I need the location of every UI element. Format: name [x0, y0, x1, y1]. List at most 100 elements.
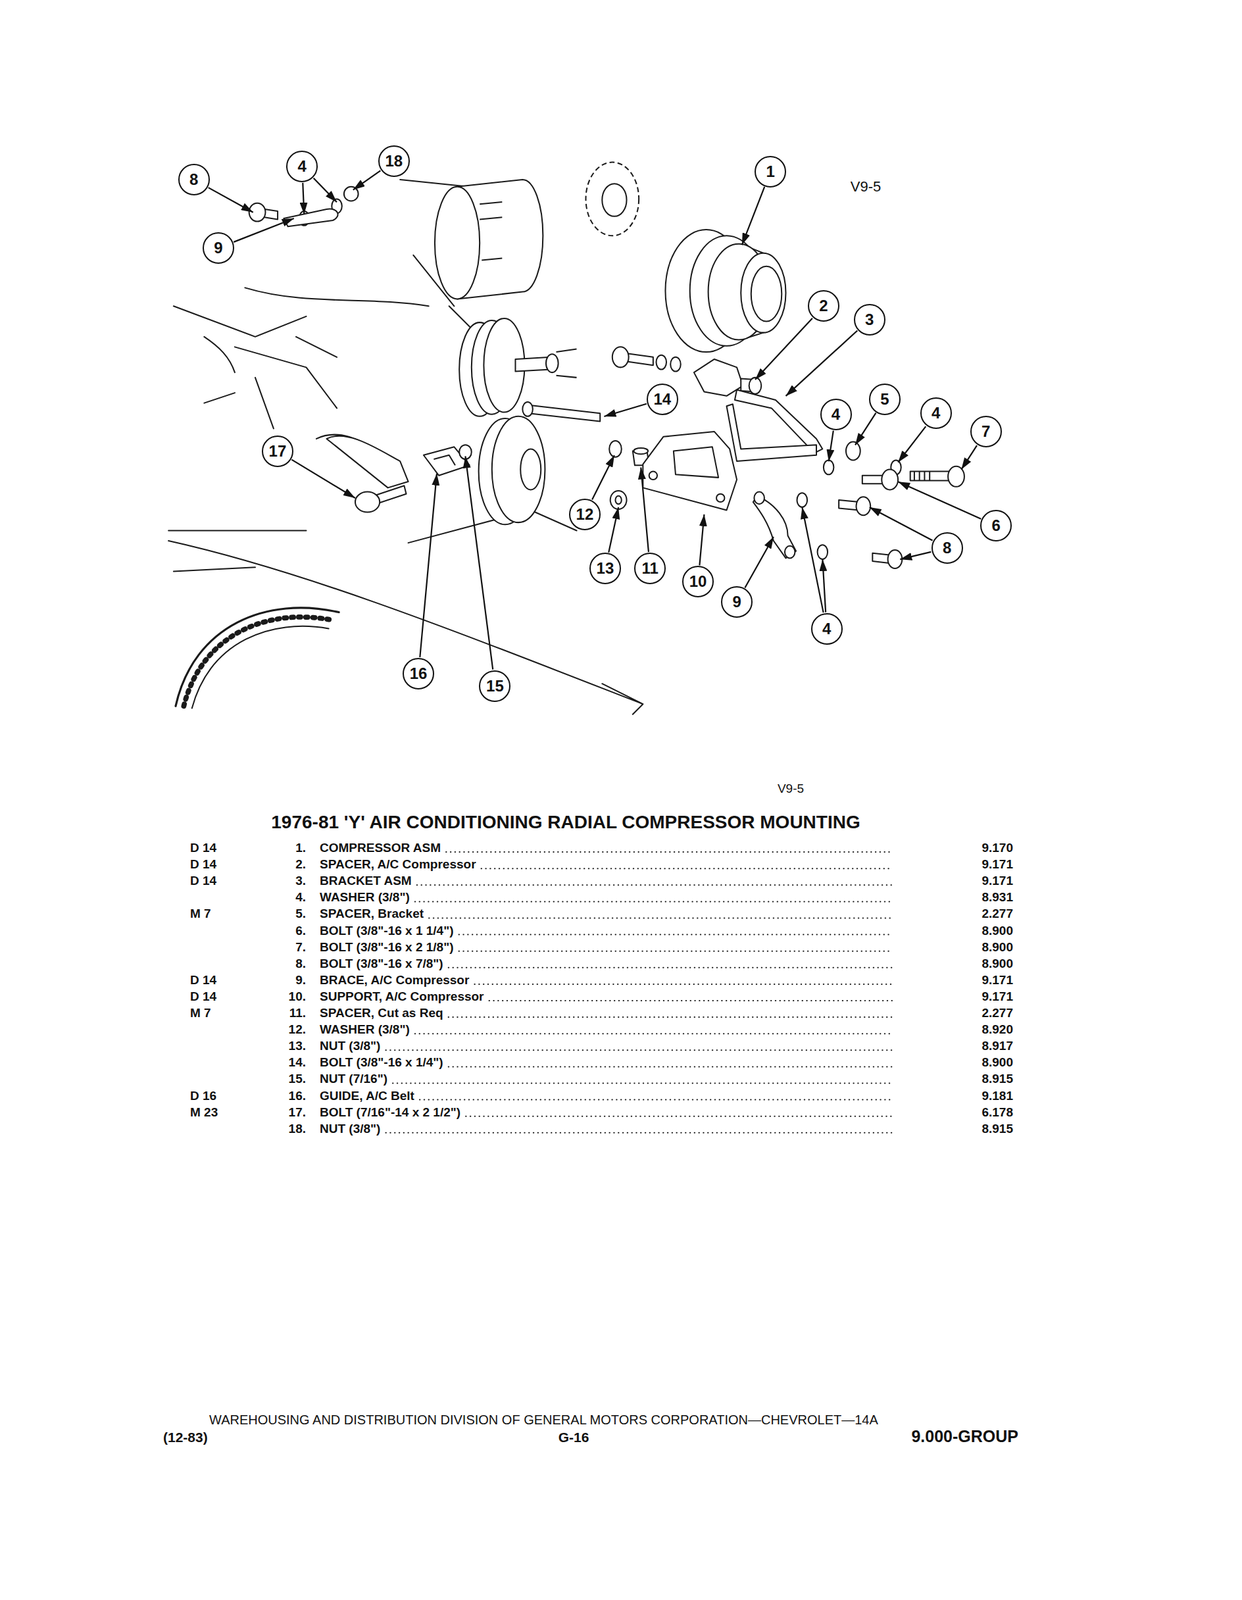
- text-slot: 13.: [288, 1038, 306, 1054]
- part-name: BOLT (3/8"-16 x 1 1/4"): [319, 923, 454, 939]
- illustration-line: [753, 492, 765, 505]
- illustration-line: [817, 544, 829, 560]
- text-slot: 2.277: [981, 906, 1014, 921]
- leader-line: [855, 413, 876, 446]
- text-slot: 9.171: [981, 873, 1014, 889]
- leader-line: [608, 507, 619, 553]
- text-slot: WAREHOUSING AND DISTRIBUTION DIVISION OF…: [209, 1412, 879, 1428]
- text-slot: BOLT (7/16"-14 x 2 1/2"): [319, 1105, 461, 1120]
- text-slot: BOLT (3/8"-16 x 2 1/8"): [319, 940, 454, 955]
- callout-number: 16: [409, 665, 428, 682]
- dot-leader: [459, 934, 893, 936]
- text-slot: 8.900: [981, 1055, 1014, 1070]
- part-name: SUPPORT, A/C Compressor: [319, 989, 485, 1004]
- text-slot: SPACER, A/C Compressor: [319, 857, 477, 872]
- dot-leader: [385, 1132, 893, 1134]
- text-slot: GUIDE, A/C Belt: [319, 1088, 415, 1104]
- text-slot: 15.: [288, 1071, 306, 1087]
- leader-line: [603, 403, 646, 417]
- illustration-line: [522, 401, 533, 417]
- illustration-line: [326, 436, 409, 489]
- engine-sketch: [168, 179, 643, 715]
- leader-line: [961, 445, 977, 470]
- text-slot: M 7: [190, 1005, 212, 1021]
- part-name: SPACER, Bracket: [319, 906, 424, 921]
- illustration-line: [784, 546, 796, 559]
- text-slot: 9.000-GROUP: [911, 1426, 1019, 1446]
- item-number: 4.: [295, 890, 306, 905]
- text-slot: D 14: [190, 972, 217, 988]
- callout-circle: 5: [869, 383, 901, 416]
- text-slot: 4.: [295, 890, 306, 905]
- leader-line: [786, 330, 858, 396]
- text-slot: 8.931: [981, 890, 1014, 905]
- dot-leader: [481, 867, 893, 870]
- text-slot: BRACKET ASM: [319, 873, 412, 889]
- dot-leader: [448, 967, 893, 969]
- group-number: 9.181: [981, 1088, 1014, 1104]
- text-slot: BOLT (3/8"-16 x 1/4"): [319, 1055, 444, 1070]
- footer-text: WAREHOUSING AND DISTRIBUTION DIVISION OF…: [209, 1412, 879, 1428]
- leader-line: [592, 455, 615, 500]
- text-slot: 1976-81 'Y' AIR CONDITIONING RADIAL COMP…: [271, 811, 860, 833]
- item-number: 15.: [288, 1071, 306, 1087]
- leader-line: [822, 559, 826, 613]
- callout-number: 15: [486, 678, 504, 695]
- text-slot: G-16: [558, 1429, 590, 1446]
- text-slot: 8.900: [981, 956, 1014, 971]
- leader-line: [465, 455, 493, 670]
- leader-line: [313, 178, 337, 202]
- callout-number: 1: [766, 163, 775, 180]
- text-slot: 8.: [295, 956, 306, 971]
- group-number: 8.931: [981, 890, 1014, 905]
- part-name: BOLT (3/8"-16 x 1/4"): [319, 1055, 444, 1070]
- group-number: 8.917: [981, 1038, 1014, 1054]
- text-slot: WASHER (3/8"): [319, 890, 410, 905]
- callout-circle: 15: [478, 670, 511, 702]
- group-number: 8.900: [981, 1055, 1014, 1070]
- illustration-line: [175, 607, 339, 706]
- callout-circle: 8: [931, 532, 964, 564]
- dot-leader: [415, 900, 893, 902]
- dot-leader: [474, 983, 893, 985]
- illustration-line: [740, 253, 786, 333]
- dot-leader: [419, 1099, 893, 1101]
- illustration-line: [192, 626, 329, 709]
- item-number: 14.: [288, 1055, 306, 1070]
- illustration-line: [168, 510, 643, 715]
- dot-leader: [489, 999, 893, 1002]
- group-number: 8.915: [981, 1071, 1014, 1087]
- illustration-line: [546, 353, 559, 373]
- part-name: SPACER, Cut as Req: [319, 1005, 444, 1021]
- group-number: 9.171: [981, 972, 1014, 988]
- dot-leader: [448, 1016, 893, 1018]
- illustration-line: [753, 496, 796, 559]
- callout-number: 8: [942, 540, 952, 556]
- callout-number: 7: [981, 423, 991, 440]
- group-number: 9.171: [981, 857, 1014, 872]
- leader-line: [233, 218, 295, 243]
- leader-line: [744, 536, 774, 588]
- callout-circle: 12: [569, 498, 601, 531]
- text-slot: 2.: [295, 857, 306, 872]
- text-slot: NUT (3/8"): [319, 1121, 381, 1137]
- callout-circle: 17: [261, 435, 294, 468]
- leader-line: [899, 551, 931, 560]
- part-name: NUT (7/16"): [319, 1071, 388, 1087]
- callout-circle: 6: [980, 509, 1012, 542]
- group-number: 9.171: [981, 989, 1014, 1004]
- catalog-code: M 7: [190, 906, 212, 921]
- part-name: NUT (3/8"): [319, 1121, 381, 1137]
- view-code: V9-5: [850, 178, 881, 195]
- illustration-line: [656, 355, 668, 370]
- part-name: BOLT (3/8"-16 x 7/8"): [319, 956, 444, 971]
- callout-circle: 1: [754, 155, 787, 188]
- group-number: 8.900: [981, 956, 1014, 971]
- text-slot: 9.: [295, 972, 306, 988]
- text-slot: 5.: [295, 906, 306, 921]
- text-slot: WASHER (3/8"): [319, 1022, 410, 1037]
- illustration-line: [615, 496, 621, 504]
- dot-leader: [392, 1082, 893, 1084]
